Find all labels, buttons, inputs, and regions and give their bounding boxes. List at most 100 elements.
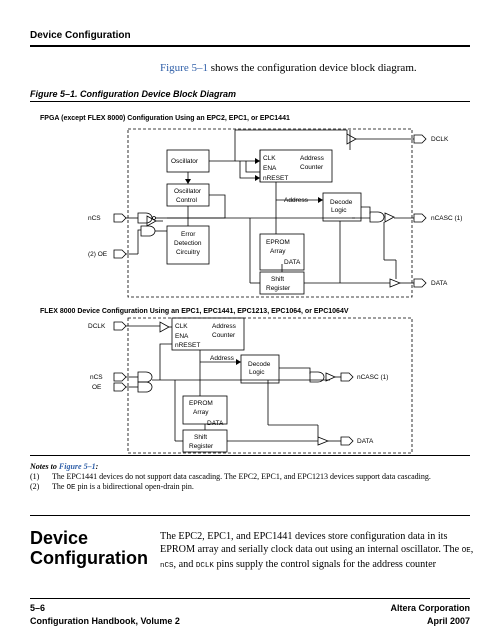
note-text: The EPC1441 devices do not support data … <box>52 472 431 481</box>
decode-logic-block-bottom <box>240 354 280 384</box>
notes-label: Notes to <box>30 462 59 471</box>
figure-bottom-rule <box>30 455 470 456</box>
eprom-label-bottom-1: EPROM <box>189 400 213 407</box>
dclk-pin-bottom <box>113 321 127 331</box>
device-boundary-top <box>127 128 413 298</box>
figure-notes: Notes to Figure 5–1: (1) The EPC1441 devi… <box>30 462 475 493</box>
ena-label: ENA <box>263 165 277 172</box>
body-sep-2: , and <box>173 559 196 570</box>
section-heading: Device Configuration <box>30 528 148 568</box>
addr-counter-label-2: Counter <box>300 164 324 171</box>
nreset-label: nRESET <box>263 175 288 182</box>
oe-label: (2) OE <box>88 251 108 258</box>
note-text: The OE pin is a bidirectional open-drain… <box>52 482 194 493</box>
oscillator-label: Oscillator <box>171 158 199 165</box>
top-diagram-caption: FPGA (except FLEX 8000) Configuration Us… <box>40 115 290 122</box>
page-number: 5–6 <box>30 603 46 613</box>
decode-label-1: Decode <box>330 199 353 206</box>
error-label-2: Detection <box>174 240 202 247</box>
shift-label-1: Shift <box>271 276 284 283</box>
error-label-1: Error <box>181 231 196 238</box>
body-sep-1: , <box>470 544 474 555</box>
addr-counter-label-1: Address <box>300 155 325 162</box>
bottom-diagram-caption: FLEX 8000 Device Configuration Using an … <box>40 308 349 315</box>
and-gate-oe <box>140 225 156 237</box>
footer-company: Altera Corporation <box>390 603 470 613</box>
shift-label-bottom-2: Register <box>189 443 214 450</box>
error-label-3: Circuitry <box>176 249 201 256</box>
and-gate-ncasc-bottom <box>309 371 325 383</box>
and-gate-oe-bottom <box>137 381 153 393</box>
notes-bottom-rule <box>30 515 470 516</box>
addr-counter-label-bottom-2: Counter <box>212 332 236 339</box>
ncs-pin-bottom <box>113 372 127 382</box>
ncasc-label-bottom: nCASC (1) <box>357 374 388 381</box>
address-label: Address <box>284 197 309 204</box>
ncasc-pin <box>413 213 427 223</box>
block-diagram: FPGA (except FLEX 8000) Configuration Us… <box>40 115 462 454</box>
address-counter-block-bottom <box>171 317 245 351</box>
figure-title: Figure 5–1. Configuration Device Block D… <box>30 89 237 99</box>
eprom-label-2: Array <box>270 248 286 255</box>
figure-top-rule <box>30 101 470 102</box>
oe-pin <box>113 249 127 259</box>
footer-date: April 2007 <box>426 616 470 626</box>
note-item: (2) The OE pin is a bidirectional open-dr… <box>30 482 475 493</box>
code-ncs: nCS <box>160 562 174 570</box>
ncs-pin <box>113 213 127 223</box>
dclk-label-bottom: DCLK <box>88 323 106 330</box>
eprom-label-1: EPROM <box>266 239 290 246</box>
address-label-bottom: Address <box>210 355 235 362</box>
and-gate-bottom <box>137 371 153 383</box>
header-rule <box>30 45 470 47</box>
buffer-ncasc <box>384 212 395 223</box>
notes-colon: : <box>95 462 99 471</box>
shift-label-2: Register <box>266 285 291 292</box>
decode-label-bottom-1: Decode <box>248 361 271 368</box>
ncasc-pin-bottom <box>340 372 354 382</box>
figure-link[interactable]: Figure 5–1 <box>160 62 208 74</box>
section-body: The EPC2, EPC1, and EPC1441 devices stor… <box>160 530 480 573</box>
footer-rule <box>30 598 470 599</box>
note-text-pre: The <box>52 482 67 491</box>
eprom-label-bottom-2: Array <box>193 409 209 416</box>
buffer-data-bottom <box>317 436 330 446</box>
osc-control-label-1: Oscillator <box>174 188 202 195</box>
intro-text: shows the configuration device block dia… <box>207 62 417 74</box>
decode-label-2: Logic <box>331 207 347 214</box>
body-text-2: pins supply the control signals for the … <box>213 559 436 570</box>
intro-paragraph: Figure 5–1 shows the configuration devic… <box>160 62 417 74</box>
data-pin-label-bottom: DATA <box>357 438 374 445</box>
footer-book: Configuration Handbook, Volume 2 <box>30 616 180 626</box>
ncs-label-bottom: nCS <box>90 374 103 381</box>
oe-label-bottom: OE <box>92 384 102 391</box>
buffer-data <box>389 278 402 288</box>
note-code-oe: OE <box>66 484 76 492</box>
dclk-label: DCLK <box>431 136 449 143</box>
code-oe: OE <box>461 547 471 555</box>
section-heading-line-1: Device <box>30 528 89 548</box>
code-dclk: DCLK <box>195 562 214 570</box>
ena-label-bottom: ENA <box>175 333 189 340</box>
data-pin-label: DATA <box>431 280 448 287</box>
clk-label-bottom: CLK <box>175 323 188 330</box>
body-text-1: The EPC2, EPC1, and EPC1441 devices stor… <box>160 531 462 555</box>
decode-label-bottom-2: Logic <box>249 369 265 376</box>
running-header: Device Configuration <box>30 30 131 41</box>
note-text-post: pin is a bidirectional open-drain pin. <box>75 482 194 491</box>
clk-label: CLK <box>263 155 276 162</box>
ncasc-label: nCASC (1) <box>431 215 462 222</box>
section-heading-line-2: Configuration <box>30 548 148 568</box>
note-number: (2) <box>30 482 40 491</box>
data-pin-bottom <box>340 436 354 446</box>
buffer-dclk-bottom <box>159 321 170 333</box>
data-pin <box>413 278 427 288</box>
shift-label-bottom-1: Shift <box>194 434 207 441</box>
notes-figure-link[interactable]: Figure 5–1 <box>58 462 96 471</box>
buffer-ncasc-bottom <box>325 372 336 382</box>
and-gate-ncasc <box>369 211 385 223</box>
nreset-label-bottom: nRESET <box>175 342 200 349</box>
buffer-ncs <box>146 215 157 227</box>
ncs-label: nCS <box>88 215 101 222</box>
note-number: (1) <box>30 472 40 481</box>
